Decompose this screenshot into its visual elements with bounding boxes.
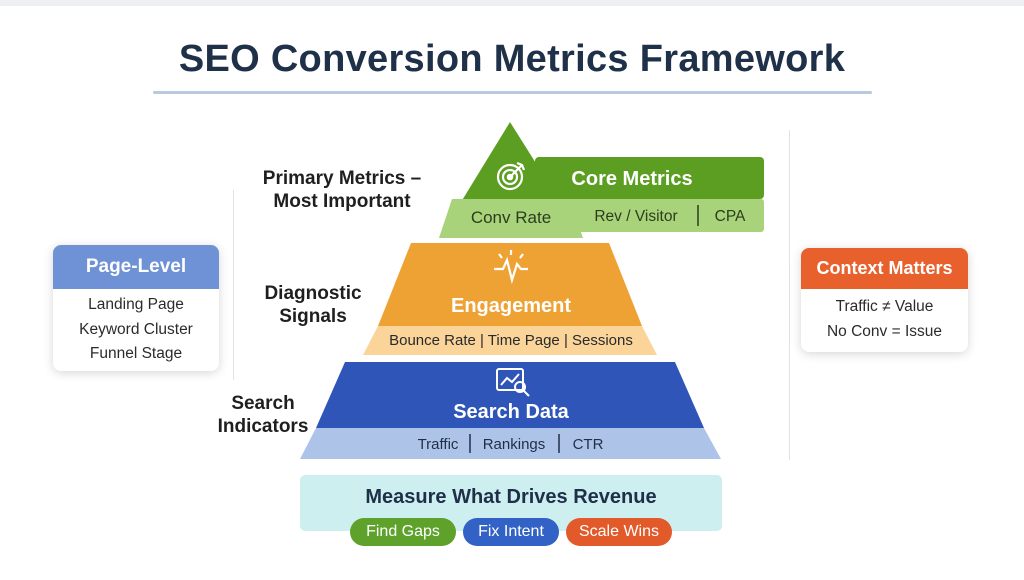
find-gaps-pill: Find Gaps: [350, 518, 456, 546]
diagnostic-signals-label-line1: Diagnostic: [264, 283, 362, 304]
core-metrics-banner: [535, 157, 764, 199]
core-metrics-sub-band: [565, 199, 764, 232]
primary-metrics-label-line1: Primary Metrics –: [262, 168, 422, 189]
ctr-metric: CTR: [573, 436, 604, 453]
fix-intent-pill: Fix Intent: [463, 518, 559, 546]
search-indicators-label-line2: Indicators: [217, 416, 309, 437]
engagement-title: Engagement: [451, 295, 571, 317]
right-divider: [789, 130, 790, 460]
page-level-header: Page-Level: [53, 245, 219, 289]
context-item-traffic-value: Traffic ≠ Value: [835, 298, 934, 315]
primary-metrics-label-line2: Most Important: [273, 191, 411, 212]
title-underline: [153, 91, 872, 94]
rankings-metric: Rankings: [483, 436, 546, 453]
engagement-metrics: Bounce Rate | Time Page | Sessions: [389, 332, 633, 349]
pulse-icon: [494, 250, 528, 285]
core-metrics-title: Core Metrics: [571, 168, 692, 190]
search-indicators-label: Search Indicators: [206, 392, 320, 438]
context-matters-card: Context Matters Traffic ≠ Value No Conv …: [801, 248, 968, 352]
rev-per-visitor-metric: Rev / Visitor: [594, 208, 677, 225]
primary-metrics-label: Primary Metrics – Most Important: [244, 167, 440, 213]
diagnostic-signals-label-line2: Signals: [279, 306, 347, 327]
target-icon: [496, 161, 526, 191]
search-data-sub-band: [300, 428, 721, 459]
search-indicators-label-line1: Search: [231, 393, 295, 414]
page-level-item-landing-page: Landing Page: [88, 296, 184, 313]
left-divider: [233, 190, 234, 380]
top-strip: [0, 0, 1024, 6]
search-data-tier: [316, 362, 704, 428]
engagement-sub-band: [363, 326, 657, 355]
top-tier-metric-band: [439, 199, 583, 238]
page-level-item-keyword-cluster: Keyword Cluster: [79, 320, 193, 338]
page-level-card: Page-Level Landing Page Keyword Cluster …: [53, 245, 219, 371]
page-level-item-funnel-stage: Funnel Stage: [89, 345, 183, 362]
analytics-search-icon: [496, 368, 530, 397]
scale-wins-pill: Scale Wins: [566, 518, 672, 546]
page-title: SEO Conversion Metrics Framework: [178, 38, 846, 80]
traffic-metric: Traffic: [418, 436, 459, 453]
search-data-title: Search Data: [453, 401, 569, 423]
cpa-metric: CPA: [715, 208, 746, 225]
engagement-tier: [378, 243, 642, 326]
revenue-footer-title: Measure What Drives Revenue: [365, 486, 657, 508]
diagnostic-signals-label: Diagnostic Signals: [250, 282, 376, 328]
conv-rate-metric: Conv Rate: [471, 208, 551, 227]
context-item-no-conv-issue: No Conv = Issue: [826, 323, 943, 340]
context-matters-header: Context Matters: [801, 248, 968, 289]
